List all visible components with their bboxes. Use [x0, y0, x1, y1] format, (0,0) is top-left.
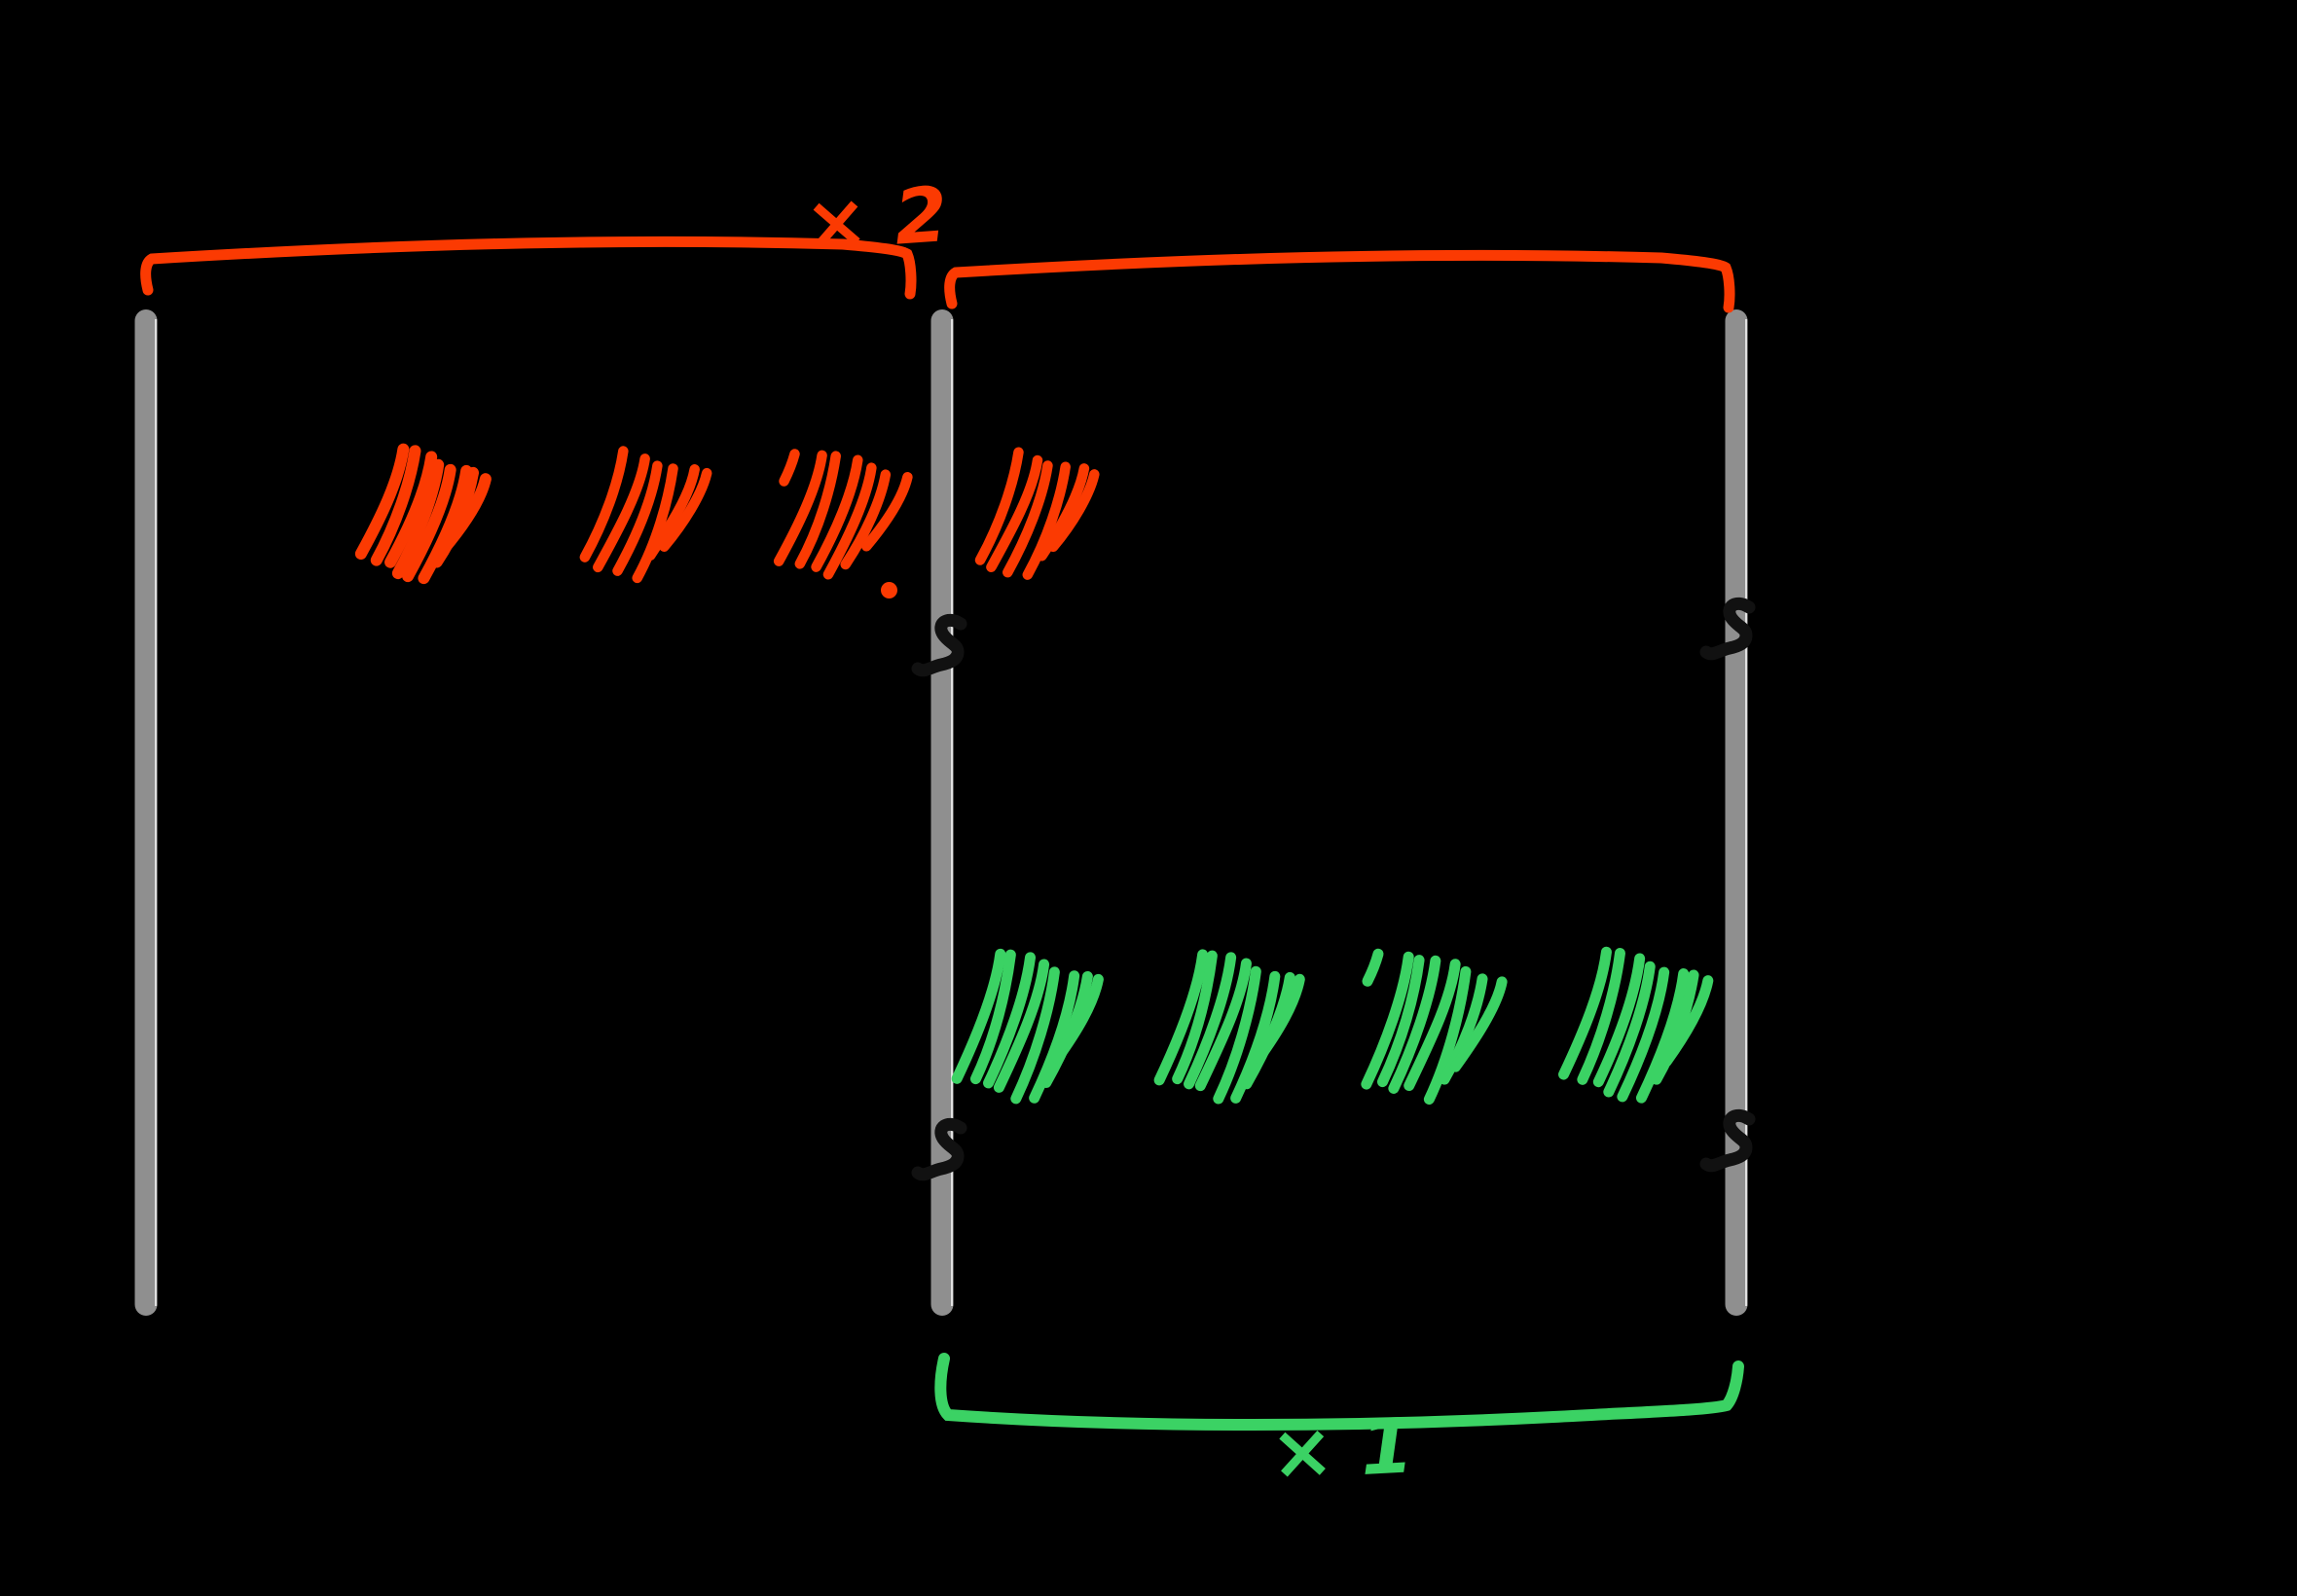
green-hatch-mark	[951, 948, 1104, 1105]
hatch-stroke	[659, 467, 712, 552]
bar-edge-highlight	[951, 319, 954, 1306]
red-hatch-mark	[354, 443, 492, 585]
hatch-stroke	[1651, 969, 1699, 1085]
hatch-stroke	[354, 443, 410, 561]
hatch-stroke	[579, 446, 629, 562]
hatch-stroke	[391, 458, 445, 580]
hatch-stroke	[1213, 965, 1261, 1105]
hatch-stroke	[794, 451, 841, 569]
top-bracket-segment	[140, 236, 917, 300]
hatch-stroke	[951, 948, 1006, 1084]
hatch-stroke	[418, 464, 473, 585]
hatch-stroke	[402, 463, 456, 583]
hatch-stroke	[1172, 950, 1218, 1085]
hatch-stroke	[1047, 469, 1100, 553]
hatch-stroke	[840, 469, 892, 570]
hatch-stroke	[1423, 965, 1472, 1106]
hatch-stroke	[1660, 975, 1714, 1068]
timeline-bar	[930, 309, 954, 1316]
hatch-stroke	[1439, 973, 1488, 1085]
hatch-end-dot	[881, 582, 897, 598]
ink-s-glyph	[911, 613, 967, 677]
hatch-stroke	[1184, 952, 1237, 1090]
hatch-stroke	[593, 453, 650, 573]
hatch-stroke	[773, 450, 827, 566]
green-hatch-marks	[951, 946, 1714, 1106]
top-bracket: × 2	[140, 171, 1735, 313]
green-hatch-mark	[1361, 948, 1508, 1106]
hatch-stroke	[644, 464, 700, 562]
hatch-stroke	[986, 454, 1043, 573]
hatch-stroke	[1377, 955, 1425, 1088]
hatch-stroke	[612, 460, 663, 576]
timeline-bar	[1725, 309, 1748, 1316]
hatch-stroke	[1022, 461, 1071, 580]
hatch-stroke	[1603, 961, 1656, 1098]
bottom-bracket-path	[934, 1353, 1744, 1431]
hatch-stroke	[1361, 951, 1414, 1090]
hatch-stroke	[1449, 976, 1508, 1072]
bottom-bracket: × 1	[934, 1353, 1744, 1498]
green-hatch-mark	[1558, 946, 1714, 1104]
hatch-stroke	[1592, 953, 1646, 1088]
ink-s-glyph	[911, 1117, 967, 1181]
hatch-stroke	[1577, 948, 1625, 1085]
timeline-bar	[134, 309, 158, 1316]
hatch-stroke	[974, 447, 1024, 565]
top-bracket-segment	[944, 249, 1735, 313]
hatch-stroke	[1388, 955, 1441, 1094]
top-bracket-label: × 2	[802, 171, 951, 269]
hatch-stroke	[1153, 949, 1209, 1086]
hatch-stroke	[1037, 463, 1090, 562]
red-hatch-marks	[354, 443, 1100, 598]
bar-edge-highlight	[155, 319, 158, 1306]
hatch-stroke	[822, 462, 877, 580]
hatch-stroke	[1010, 966, 1060, 1105]
hatch-stroke	[1635, 968, 1690, 1104]
bar-edge-highlight	[1745, 319, 1748, 1306]
hatch-lead-tick	[1362, 948, 1384, 987]
hatch-stroke	[1029, 970, 1080, 1104]
ink-annotations	[911, 597, 1756, 1181]
hatch-stroke	[1051, 973, 1104, 1065]
red-hatch-mark	[974, 447, 1100, 580]
hatch-stroke	[438, 473, 492, 555]
red-hatch-mark	[773, 449, 913, 598]
hatch-stroke	[860, 471, 913, 552]
red-hatch-mark	[579, 446, 712, 584]
hatch-stroke	[1558, 946, 1612, 1080]
hatch-stroke	[993, 959, 1050, 1093]
timeline-bars	[134, 309, 1748, 1316]
hatch-stroke	[384, 451, 438, 568]
green-hatch-mark	[1153, 949, 1305, 1105]
ink-s-glyph	[1699, 1108, 1756, 1173]
hatch-stroke	[969, 949, 1016, 1085]
hatch-stroke	[1404, 959, 1461, 1092]
hatch-stroke	[1253, 973, 1305, 1065]
hatch-stroke	[1194, 958, 1252, 1092]
hatch-stroke	[983, 952, 1037, 1089]
hatch-stroke	[811, 454, 863, 572]
bottom-bracket-label: × 1	[1268, 1402, 1415, 1498]
hatch-lead-tick	[779, 449, 800, 487]
hatch-stroke	[632, 463, 678, 584]
hatch-stroke	[370, 445, 421, 566]
ink-s-glyph	[1699, 597, 1756, 661]
hatch-stroke	[1617, 966, 1670, 1103]
hatch-stroke	[1003, 460, 1053, 578]
